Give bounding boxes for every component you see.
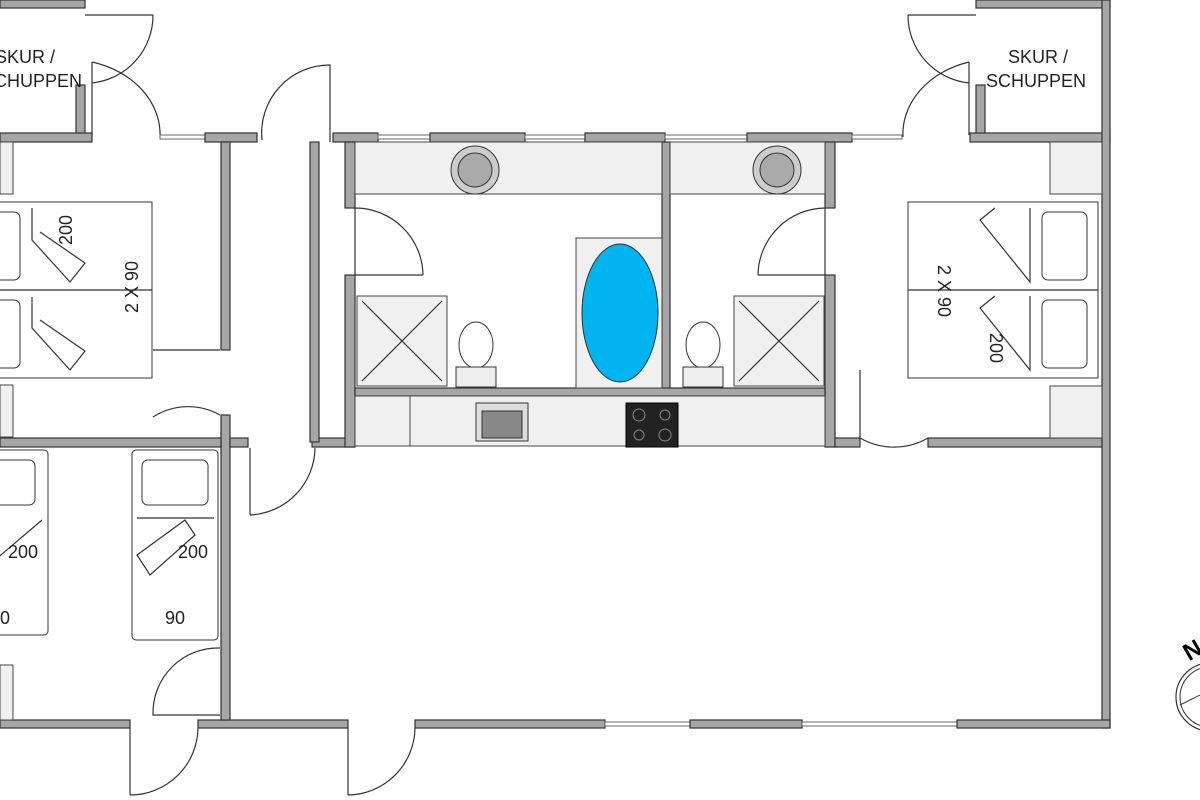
toilet-icon <box>682 321 724 388</box>
compass-icon: N <box>1175 634 1200 731</box>
compass-north-label: N <box>1179 634 1200 666</box>
cooktop-icon <box>625 402 679 448</box>
bed-dimension: 200 <box>986 333 1006 363</box>
single-bed-b: 200 90 <box>131 449 219 641</box>
shower-icon <box>356 295 448 387</box>
bathroom-fixtures <box>354 141 826 389</box>
bed-dimension: 90 <box>0 608 10 628</box>
sink-icon <box>752 145 802 195</box>
shed-label: SCHUPPEN <box>986 71 1086 91</box>
shed-label: SKUR / <box>0 47 55 67</box>
bed-dimension: 2 X 90 <box>122 261 142 313</box>
shower-icon <box>733 295 825 387</box>
bed-dimension: 90 <box>165 608 185 628</box>
shed-label: SCHUPPEN <box>0 71 82 91</box>
sink-icon <box>450 145 500 195</box>
shed-left: SKUR / SCHUPPEN <box>0 0 161 138</box>
kitchen-sink-icon <box>475 402 529 442</box>
interior-walls <box>0 141 1103 721</box>
shed-label: SKUR / <box>1008 47 1068 67</box>
double-bed-left: 200 2 X 90 <box>0 141 153 438</box>
toilet-icon <box>455 321 497 388</box>
bed-dimension: 200 <box>8 542 38 562</box>
double-bed-right: 2 X 90 200 <box>907 141 1103 439</box>
bed-dimension: 200 <box>178 542 208 562</box>
bed-dimension: 2 X 90 <box>934 265 954 317</box>
outer-walls <box>0 0 1111 729</box>
shed-right: SKUR / SCHUPPEN <box>902 0 1111 138</box>
bathtub-icon <box>575 237 663 389</box>
kitchen-counter <box>354 395 826 448</box>
bed-dimension: 200 <box>56 215 76 245</box>
single-bed-a: 200 90 <box>0 449 49 721</box>
